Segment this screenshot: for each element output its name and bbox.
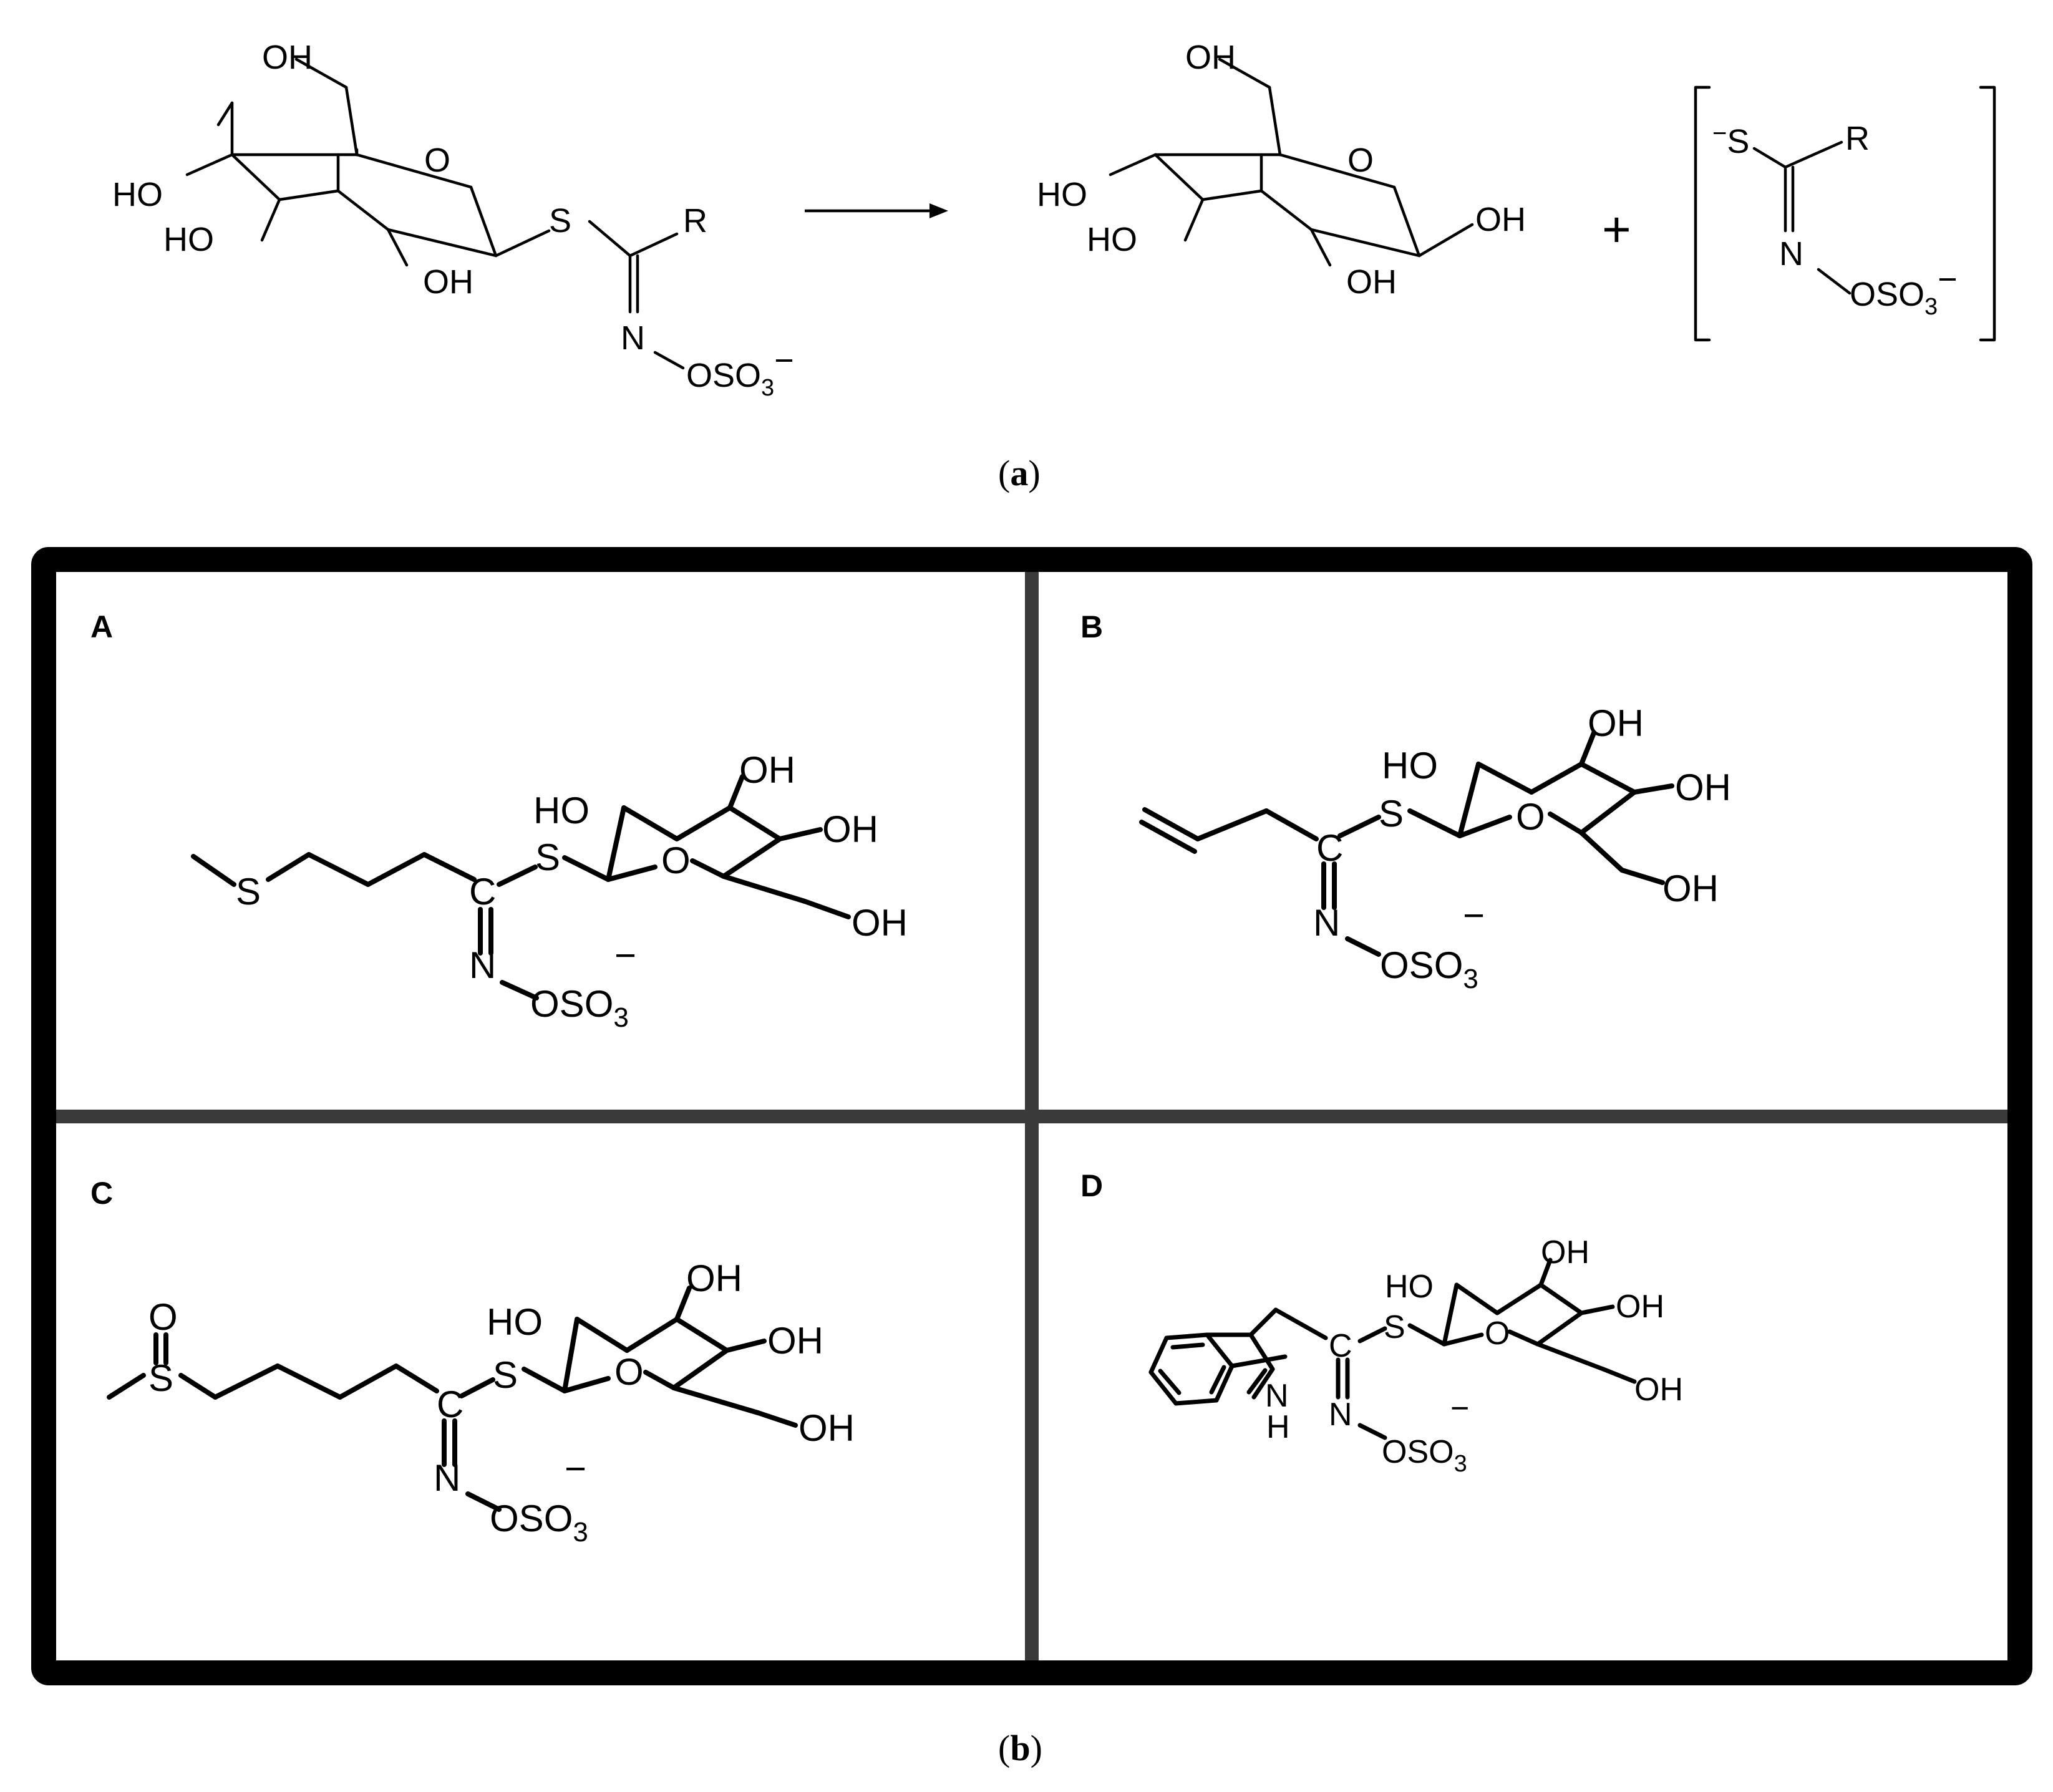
panel-frame (31, 547, 2032, 1685)
sulfoxide-sulfur-label: S (148, 1357, 173, 1399)
sulfate-label: OSO3 (490, 1498, 588, 1547)
imine-nitrogen-label: N (621, 319, 645, 357)
sulfate-label: OSO3− (1850, 261, 1958, 320)
imine-nitrogen-label: N (1779, 235, 1803, 273)
carbon-label: C (1329, 1328, 1352, 1364)
hydroxyl-label: HO (1037, 176, 1087, 213)
charge-label: − (614, 934, 636, 976)
anomeric-hydroxyl-label: OH (1475, 201, 1526, 238)
imine-nitrogen-label: N (1313, 902, 1340, 944)
indole-hydrogen-label: H (1266, 1409, 1290, 1445)
hydroxyl-label: HO (1382, 745, 1438, 787)
hydroxyl-label: OH (423, 263, 473, 301)
charge-label: − (1450, 1390, 1469, 1426)
hydroxyl-label: HO (163, 221, 214, 258)
panel-c-label: C (90, 1176, 113, 1211)
hydroxyl-label: OH (852, 902, 908, 944)
thio-sulfur-label: S (535, 836, 560, 878)
hydroxyl-label: OH (1634, 1372, 1683, 1408)
charge-label: − (1463, 894, 1485, 936)
sulfate-label: OSO3 (1382, 1434, 1467, 1477)
panel-b-label: B (1080, 609, 1103, 644)
hydroxyl-label: HO (112, 176, 163, 213)
primary-hydroxyl-label: OH (1185, 39, 1236, 76)
sulfate-label: OSO3 (530, 983, 629, 1033)
thio-sulfur-label: S (1384, 1309, 1405, 1345)
hydroxyl-label: HO (1385, 1269, 1434, 1305)
hydroxyl-label: OH (767, 1320, 823, 1362)
reaction-scheme: OH O HO HO OH S R N OSO3− (112, 39, 1996, 493)
panel-d-label: D (1080, 1168, 1103, 1203)
thio-sulfur-label: S (549, 202, 571, 240)
imine-nitrogen-label: N (1329, 1397, 1352, 1433)
ring-oxygen-label: O (1485, 1315, 1510, 1352)
thio-sulfur-label: S (1379, 793, 1404, 835)
glucosinolate-grid: A B C D (31, 547, 2032, 1685)
sulfide-label: S (236, 871, 261, 913)
glucosinolate-reactant (185, 57, 685, 370)
charge-label: − (565, 1448, 586, 1489)
r-group-label: R (1845, 120, 1870, 157)
reaction-arrow (805, 203, 948, 218)
imine-nitrogen-label: N (469, 944, 496, 986)
panel-c-structure: O S C S HO O OH OH OH N OSO3 − (107, 1257, 855, 1547)
hydroxyl-label: HO (533, 790, 590, 831)
aglucone-intermediate: −S R N OSO3− (1694, 85, 1996, 342)
caption-a: (a) (998, 453, 1041, 493)
panel-d-structure: N H C S HO O OH OH OH N OSO3 − (1148, 1234, 1683, 1477)
hydroxyl-label: OH (822, 808, 878, 850)
panel-a-label: A (90, 609, 113, 644)
sulfate-label: OSO3− (686, 342, 794, 401)
panel-a-structure: S C S HO O OH OH OH N OSO3 − (191, 749, 908, 1033)
r-group-label: R (683, 202, 707, 240)
ring-oxygen-label: O (614, 1351, 644, 1393)
carbon-label: C (437, 1383, 464, 1425)
hydroxyl-label: OH (686, 1257, 742, 1299)
hydroxyl-label: OH (798, 1407, 855, 1449)
carbon-label: C (469, 871, 496, 913)
glucose-product (1109, 57, 1474, 267)
imine-nitrogen-label: N (434, 1457, 460, 1499)
sulfoxide-oxygen-label: O (148, 1296, 178, 1338)
indole-nitrogen-label: N (1265, 1378, 1289, 1414)
ring-oxygen-label: O (424, 142, 450, 179)
hydroxyl-label: OH (1616, 1289, 1664, 1325)
hydroxyl-label: OH (1541, 1234, 1589, 1271)
plus-sign: + (1602, 201, 1631, 257)
sulfate-label: OSO3 (1380, 944, 1478, 994)
ring-oxygen-label: O (661, 840, 691, 881)
primary-hydroxyl-label: OH (262, 39, 313, 76)
hydroxyl-label: OH (1675, 767, 1731, 808)
thiolate-label: −S (1712, 120, 1749, 160)
hydroxyl-label: OH (1662, 868, 1719, 909)
carbon-label: C (1316, 827, 1343, 869)
hydroxyl-label: OH (1346, 263, 1397, 301)
caption-b: (b) (998, 1728, 1042, 1768)
thio-sulfur-label: S (493, 1354, 518, 1396)
ring-oxygen-label: O (1516, 796, 1545, 838)
panel-b-structure: C S HO O OH OH OH N OSO3 − (1139, 702, 1731, 994)
hydroxyl-label: OH (739, 749, 795, 791)
hydroxyl-label: OH (1588, 702, 1644, 744)
ring-oxygen-label: O (1347, 142, 1374, 179)
reactant-labels: OH O HO HO OH S R N OSO3− (112, 39, 794, 401)
product-labels: OH O HO HO OH OH (1037, 39, 1526, 301)
hydroxyl-label: HO (1087, 221, 1137, 258)
hydroxyl-label: HO (487, 1301, 543, 1343)
